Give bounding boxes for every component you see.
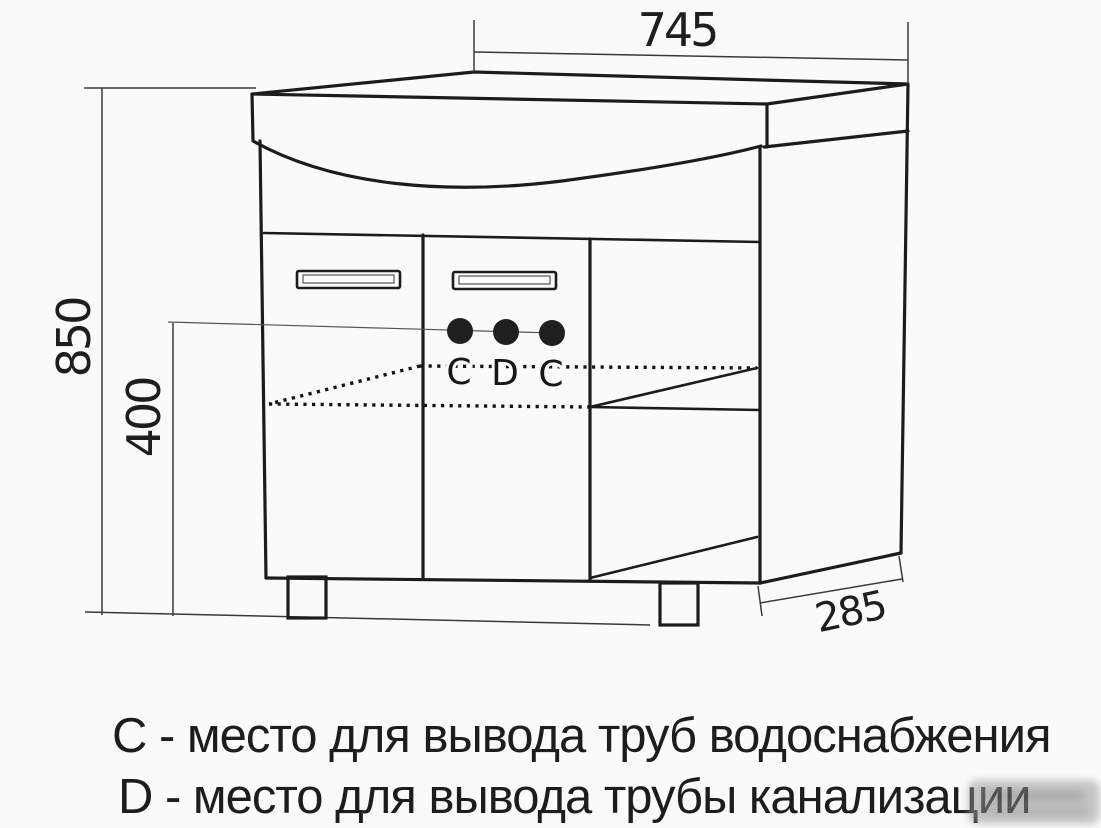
dim-850-value: 850 [47, 298, 101, 378]
right-leg [658, 581, 700, 627]
niche-bottom-diagonal [588, 535, 759, 580]
legend-line-2: D - место для вывода трубы канализации [118, 770, 1030, 824]
outlet-label-left: C [446, 352, 471, 393]
dim-400-ext-line [167, 321, 554, 334]
countertop-right-band [762, 102, 910, 149]
legend-line-1: С - место для вывода труб водоснабжения [112, 709, 1051, 763]
dim-285-line [759, 578, 903, 604]
pipe-outlet-marker-right [539, 320, 565, 346]
pipe-outlet-marker-left [447, 318, 473, 344]
floor-line [84, 611, 651, 626]
niche-shelf-front-edge [588, 405, 762, 412]
pipe-outlet-marker-middle [493, 319, 519, 345]
door-top-rail [262, 231, 762, 244]
watermark-smudge [968, 780, 1100, 824]
shelf-hidden-diagonal [268, 364, 421, 406]
outlet-label-middle: D [491, 353, 519, 394]
niche-shelf-diagonal [588, 366, 759, 409]
side-panel-bottom-edge [758, 551, 903, 585]
dim-745-line [473, 51, 909, 61]
dimension-depth: 285 [757, 555, 904, 642]
cabinet-left-edge [258, 139, 268, 580]
countertop-top-surface [251, 70, 909, 106]
vanity-cabinet [84, 70, 910, 627]
legend: С - место для вывода труб водоснабжения … [112, 709, 1052, 824]
left-leg [286, 575, 328, 620]
pipe-outlets: C D C [443, 318, 567, 398]
dim-285-ext-left [757, 585, 763, 617]
dim-745-value: 745 [638, 3, 717, 57]
middle-door-handle [451, 270, 558, 291]
dimension-width: 745 [473, 3, 909, 84]
dimension-height: 850 [47, 87, 256, 615]
shelf-hidden-front-line [268, 402, 591, 409]
left-door-handle [295, 269, 402, 290]
dim-400-value: 400 [117, 378, 171, 458]
dimension-outlet-height: 400 [117, 321, 554, 616]
outlet-label-right: C [538, 354, 563, 395]
dim-285-value: 285 [811, 582, 889, 642]
dim-285-ext-right [898, 555, 904, 583]
side-panel-back-edge [899, 82, 910, 555]
countertop-apron-curve [250, 92, 763, 189]
